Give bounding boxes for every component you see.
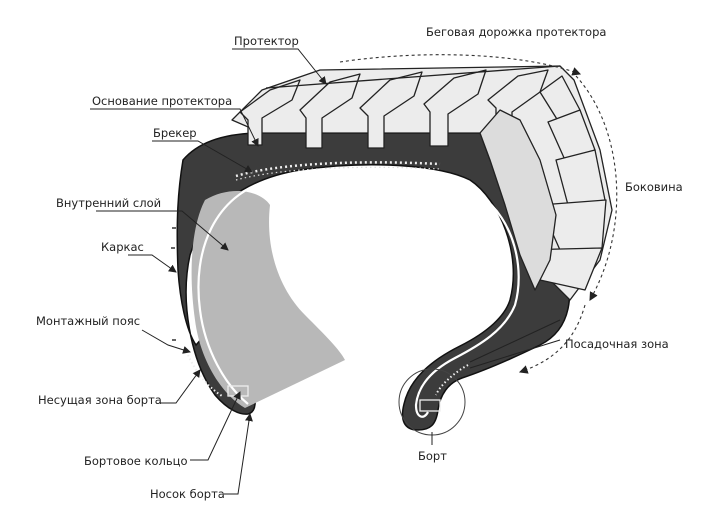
leader-inner-layer [96, 210, 229, 251]
tread [231, 65, 613, 301]
leader-tread-base [90, 108, 259, 147]
label-bead-toe: Носок борта [150, 487, 225, 501]
leader-bead-toe [224, 413, 253, 495]
label-protector: Протектор [234, 34, 299, 48]
breaker-belt [235, 161, 441, 178]
inner-cavity [191, 190, 345, 408]
tread-cut-face [479, 109, 557, 291]
label-carcass: Каркас [101, 240, 144, 254]
inner-liner-line [197, 169, 520, 418]
tread-edge-line [265, 65, 561, 89]
dimension-arcs [339, 54, 618, 374]
label-bead-load-zone: Несущая зона борта [38, 393, 162, 407]
label-tread-path: Беговая дорожка протектора [426, 25, 606, 39]
label-inner-layer: Внутренний слой [56, 196, 161, 210]
labels: Протектор Беговая дорожка протектора Осн… [36, 25, 683, 501]
seating-arc [518, 304, 586, 374]
leader-seating [469, 339, 561, 369]
label-bead-ring: Бортовое кольцо [84, 454, 187, 468]
sidewall-arc [575, 75, 618, 301]
label-bead: Борт [418, 449, 447, 463]
sidewall-marks [171, 227, 176, 341]
tread-lug-2 [299, 73, 361, 149]
leader-mounting-belt [141, 329, 191, 354]
breaker-belt-2 [235, 166, 441, 181]
leader-breaker [152, 140, 253, 173]
label-tread-base: Основание протектора [92, 94, 232, 108]
right-bead-core [419, 399, 441, 412]
leader-protector [232, 48, 327, 85]
label-breaker: Брекер [153, 126, 197, 140]
tread-lug-4 [423, 69, 487, 147]
tread-path-arc [339, 54, 582, 76]
label-seating-zone: Посадочная зона [565, 337, 669, 351]
leader-seating-2 [469, 319, 561, 363]
leader-bead-load [160, 369, 201, 404]
tire-body [171, 132, 571, 436]
left-bead-wires [187, 354, 223, 397]
label-mounting-belt: Монтажный пояс [36, 314, 140, 328]
leaders [90, 48, 561, 495]
leader-carcass [128, 254, 177, 273]
leader-bead-ring [190, 391, 241, 461]
label-sidewall: Боковина [625, 180, 683, 194]
